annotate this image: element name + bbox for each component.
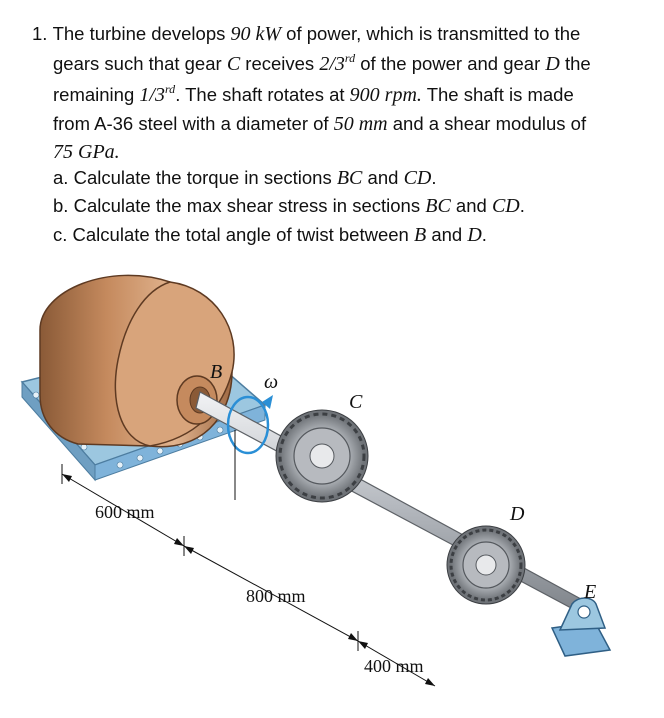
text-segment: the	[559, 53, 591, 74]
part-text: Calculate the total angle of twist betwe…	[72, 224, 414, 245]
part-var: BC	[425, 195, 451, 217]
shaft	[195, 391, 593, 618]
text-segment: gears such that gear	[53, 53, 227, 74]
part-text: .	[481, 224, 487, 245]
part-text: Calculate the torque in sections	[73, 167, 337, 188]
part-var: D	[467, 224, 482, 246]
text-segment: . The shaft rotates at	[175, 84, 350, 105]
text-segment: receives	[240, 53, 320, 74]
dimension-lines	[61, 430, 436, 687]
part-label: a.	[53, 167, 69, 188]
part-text: and	[426, 224, 468, 245]
gear-d-var: D	[545, 53, 560, 75]
label-d: D	[509, 503, 525, 525]
problem-line-5: 75 GPa.	[53, 138, 120, 166]
part-label: c.	[53, 224, 68, 245]
bearing-e	[550, 597, 612, 657]
part-text: .	[431, 167, 437, 188]
label-b: B	[210, 361, 222, 383]
problem-line-3: remaining 1/3rd. The shaft rotates at 90…	[53, 81, 574, 111]
text-segment: and a shear modulus of	[387, 113, 587, 134]
part-var: CD	[491, 195, 520, 217]
gear-d	[446, 525, 526, 605]
diameter-value: 50 mm	[333, 113, 388, 135]
speed-value: 900 rpm.	[349, 84, 422, 106]
part-text: Calculate the max shear stress in sectio…	[73, 195, 426, 216]
part-c: c. Calculate the total angle of twist be…	[53, 221, 487, 249]
part-var: BC	[336, 167, 363, 189]
gear-c	[275, 409, 369, 503]
part-a: a. Calculate the torque in sections BC a…	[53, 164, 437, 192]
part-text: and	[362, 167, 404, 188]
problem-number: 1.	[32, 23, 48, 44]
text-segment: remaining	[53, 84, 140, 105]
part-b: b. Calculate the max shear stress in sec…	[53, 192, 525, 220]
text-segment: The turbine develops	[52, 23, 231, 44]
modulus-value: 75 GPa.	[53, 141, 120, 163]
part-var: CD	[403, 167, 432, 189]
rotation-arrow	[226, 395, 273, 455]
text-segment: of power, which is transmitted to the	[281, 23, 581, 44]
fraction-d: 1/3	[139, 84, 165, 106]
superscript-c: rd	[344, 51, 356, 65]
label-e: E	[583, 581, 596, 603]
text-segment: The shaft is made	[421, 84, 574, 105]
part-var: B	[413, 224, 427, 246]
turbine-housing	[39, 274, 235, 448]
dimension-600: 600 mm	[95, 502, 155, 522]
fraction-c: 2/3	[319, 53, 345, 75]
part-text: and	[450, 195, 492, 216]
superscript-d: rd	[164, 82, 176, 96]
label-c: C	[349, 391, 363, 413]
part-label: b.	[53, 195, 69, 216]
power-value: 90 kW	[230, 23, 282, 45]
dimension-arrowheads	[62, 474, 435, 686]
part-text: .	[519, 195, 525, 216]
label-omega: ω	[264, 371, 278, 393]
dimension-400: 400 mm	[364, 656, 424, 676]
problem-line-4: from A-36 steel with a diameter of 50 mm…	[53, 110, 586, 138]
dimension-800: 800 mm	[246, 586, 306, 606]
problem-line-1: 1. The turbine develops 90 kW of power, …	[32, 20, 580, 48]
text-segment: of the power and gear	[355, 53, 546, 74]
problem-line-2: gears such that gear C receives 2/3rd of…	[53, 50, 591, 80]
text-segment: from A-36 steel with a diameter of	[53, 113, 334, 134]
gear-c-var: C	[226, 53, 241, 75]
